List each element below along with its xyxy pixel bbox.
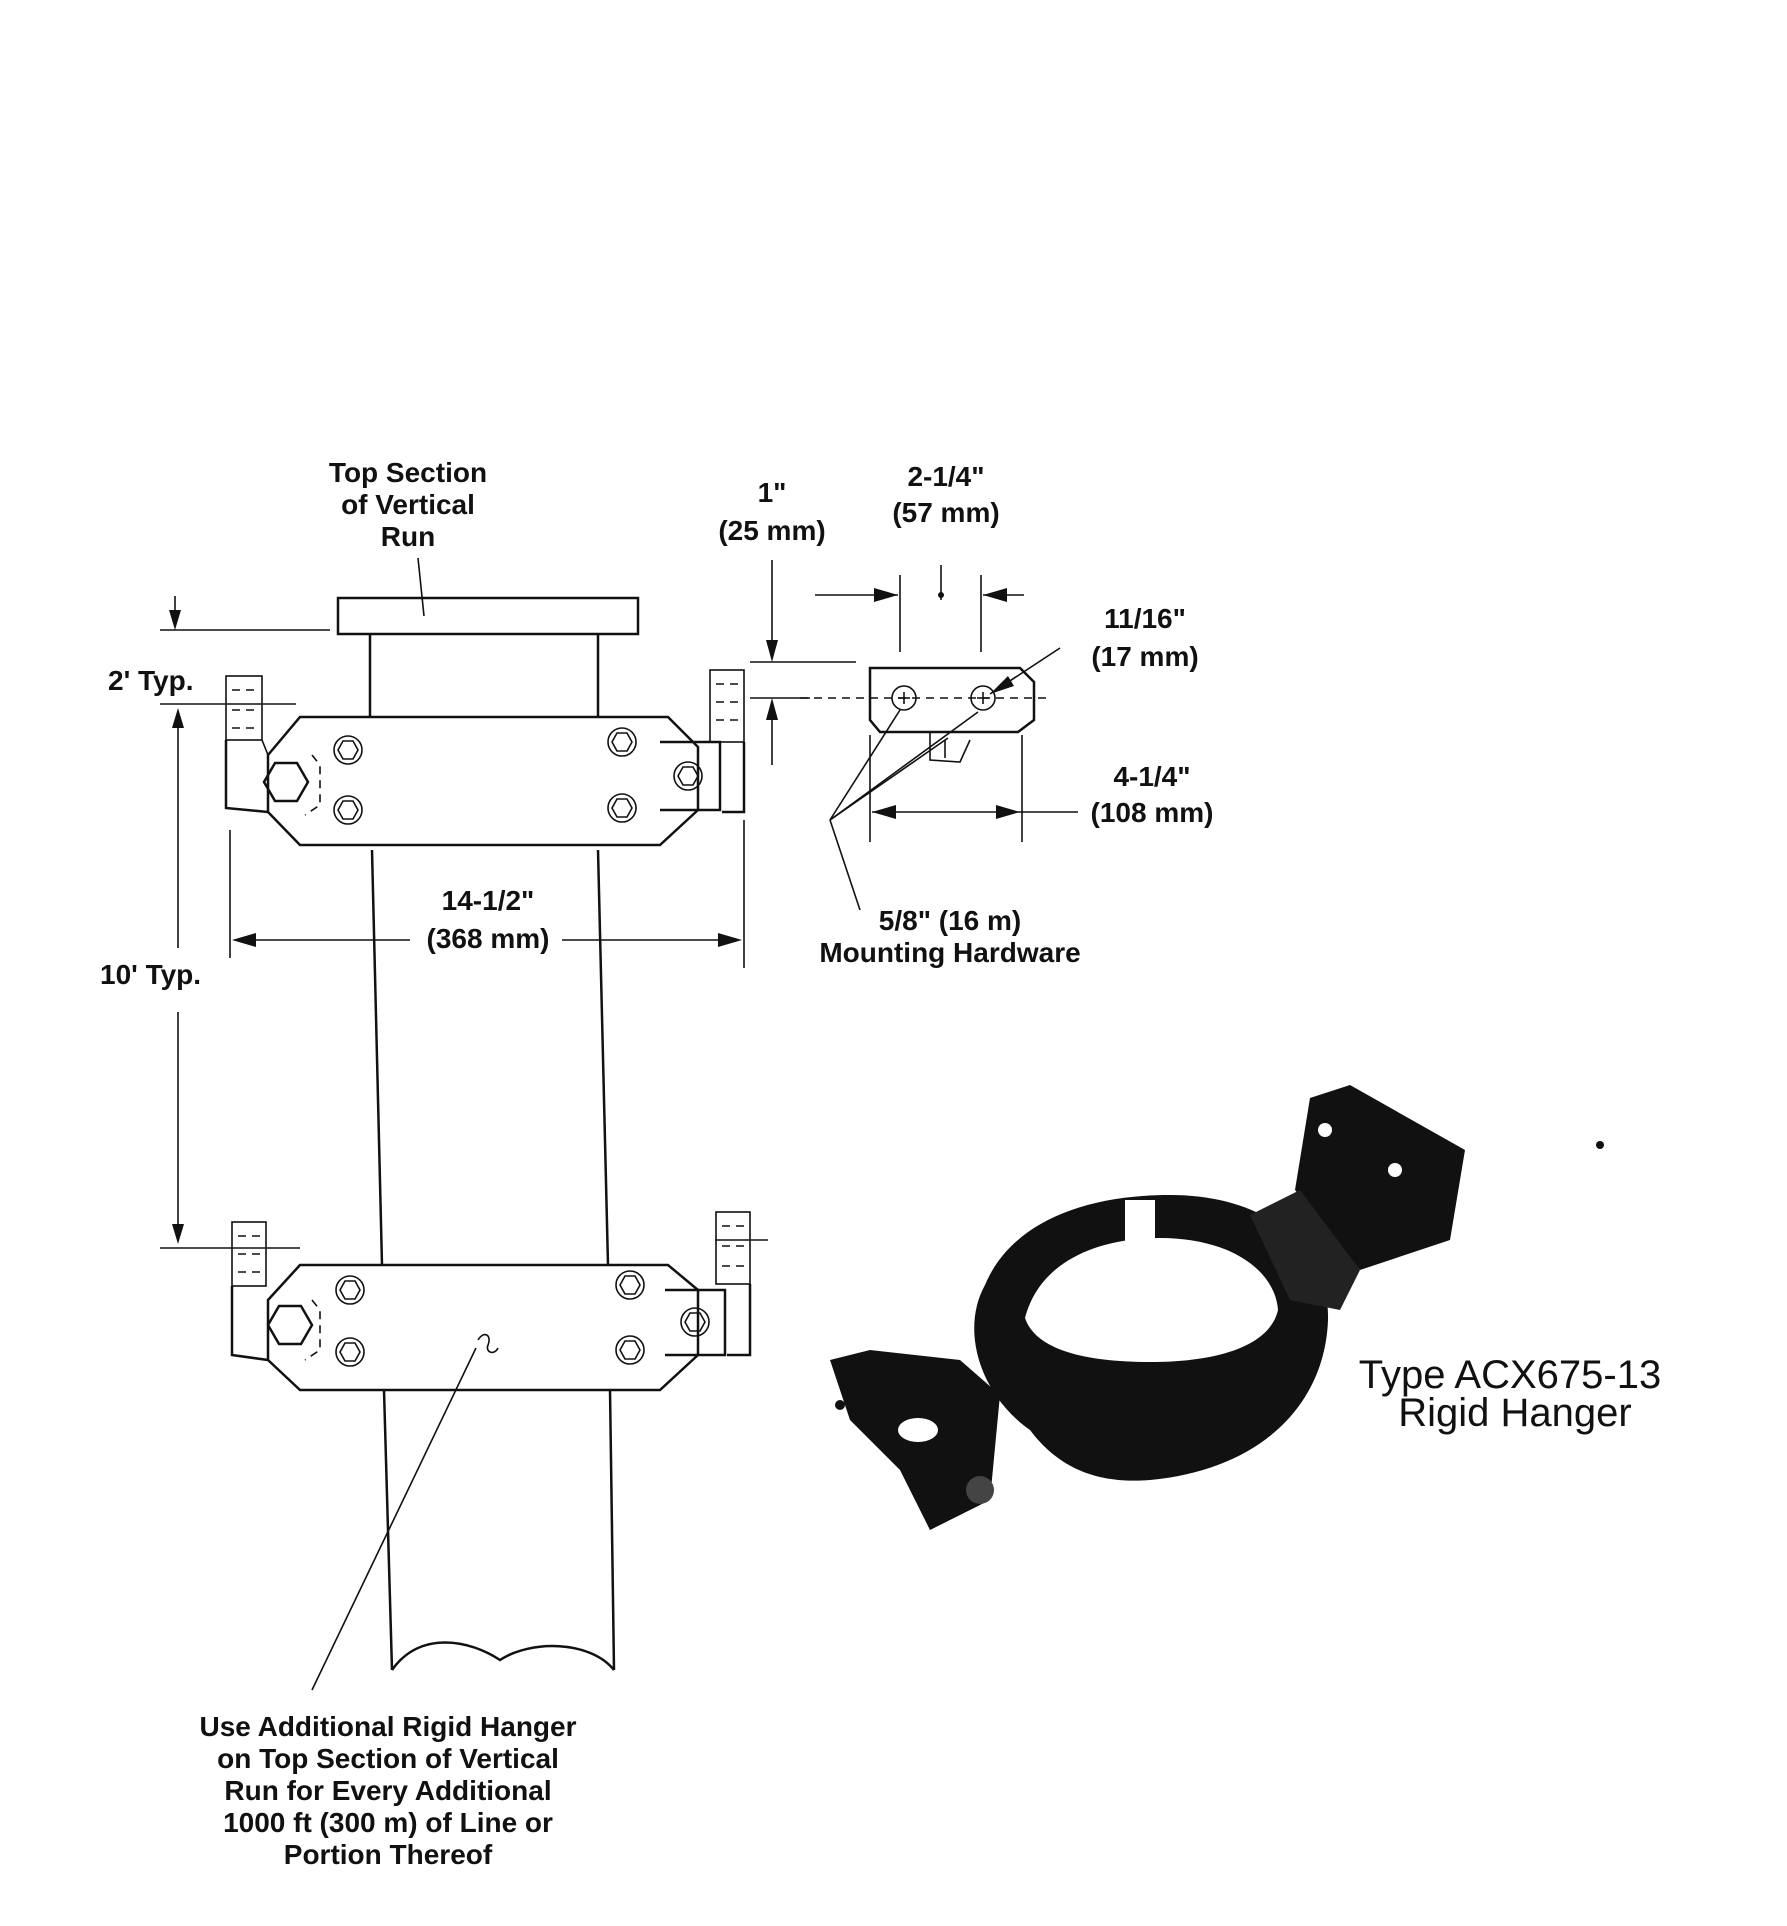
pipe-break xyxy=(390,1641,615,1671)
label-10ft-typ: 10' Typ. xyxy=(100,959,201,990)
label-width: 14-1/2" (368 mm) xyxy=(427,885,550,954)
dimension-2ft xyxy=(160,596,330,705)
svg-text:(25 mm): (25 mm) xyxy=(718,515,825,546)
svg-text:on Top Section of Vertical: on Top Section of Vertical xyxy=(217,1743,559,1774)
label-1in: 1" (25 mm) xyxy=(718,477,825,546)
label-11-16: 11/16" (17 mm) xyxy=(1091,603,1198,672)
vertical-pipe xyxy=(336,596,640,1671)
mounting-plate xyxy=(1295,1085,1465,1270)
svg-text:(17 mm): (17 mm) xyxy=(1091,641,1198,672)
svg-text:5/8" (16 m): 5/8" (16 m) xyxy=(879,905,1021,936)
label-4-1-4: 4-1/4" (108 mm) xyxy=(1091,761,1214,828)
svg-text:Rigid Hanger: Rigid Hanger xyxy=(1398,1391,1631,1435)
note-additional-hanger: Use Additional Rigid Hanger on Top Secti… xyxy=(200,1711,577,1870)
label-mounting-hardware: 5/8" (16 m) Mounting Hardware xyxy=(819,905,1080,968)
label-2ft-typ: 2' Typ. xyxy=(108,665,194,696)
top-section-cap xyxy=(336,596,640,636)
svg-text:Top Section: Top Section xyxy=(329,457,487,488)
note-leader-line xyxy=(311,1347,477,1691)
dimension-width xyxy=(229,820,745,968)
rigid-hanger-photo xyxy=(830,1085,1604,1530)
svg-text:(108 mm): (108 mm) xyxy=(1091,797,1214,828)
svg-text:1": 1" xyxy=(758,477,787,508)
lower-rigid-hanger xyxy=(230,1211,752,1392)
svg-text:Portion Thereof: Portion Thereof xyxy=(284,1839,493,1870)
svg-text:2-1/4": 2-1/4" xyxy=(907,461,984,492)
dimension-10ft xyxy=(160,708,768,1249)
upper-rigid-hanger xyxy=(224,669,746,847)
svg-text:(57 mm): (57 mm) xyxy=(892,497,999,528)
label-top-section: Top Section of Vertical Run xyxy=(329,457,487,617)
svg-text:Run: Run xyxy=(381,521,435,552)
svg-text:14-1/2": 14-1/2" xyxy=(442,885,535,916)
photo-caption: Type ACX675-13 Rigid Hanger xyxy=(1359,1353,1661,1435)
svg-text:of Vertical: of Vertical xyxy=(341,489,475,520)
svg-text:Run for Every Additional: Run for Every Additional xyxy=(224,1775,551,1806)
label-2-1-4: 2-1/4" (57 mm) xyxy=(892,461,999,528)
svg-text:4-1/4": 4-1/4" xyxy=(1113,761,1190,792)
svg-text:11/16": 11/16" xyxy=(1104,603,1186,634)
svg-text:(368 mm): (368 mm) xyxy=(427,923,550,954)
mounting-plate-detail xyxy=(750,560,1078,911)
svg-text:1000 ft (300 m) of Line or: 1000 ft (300 m) of Line or xyxy=(223,1807,553,1838)
svg-text:Use Additional Rigid Hanger: Use Additional Rigid Hanger xyxy=(200,1711,577,1742)
svg-text:Mounting Hardware: Mounting Hardware xyxy=(819,937,1080,968)
svg-text:Type ACX675-13: Type ACX675-13 xyxy=(1359,1353,1661,1397)
